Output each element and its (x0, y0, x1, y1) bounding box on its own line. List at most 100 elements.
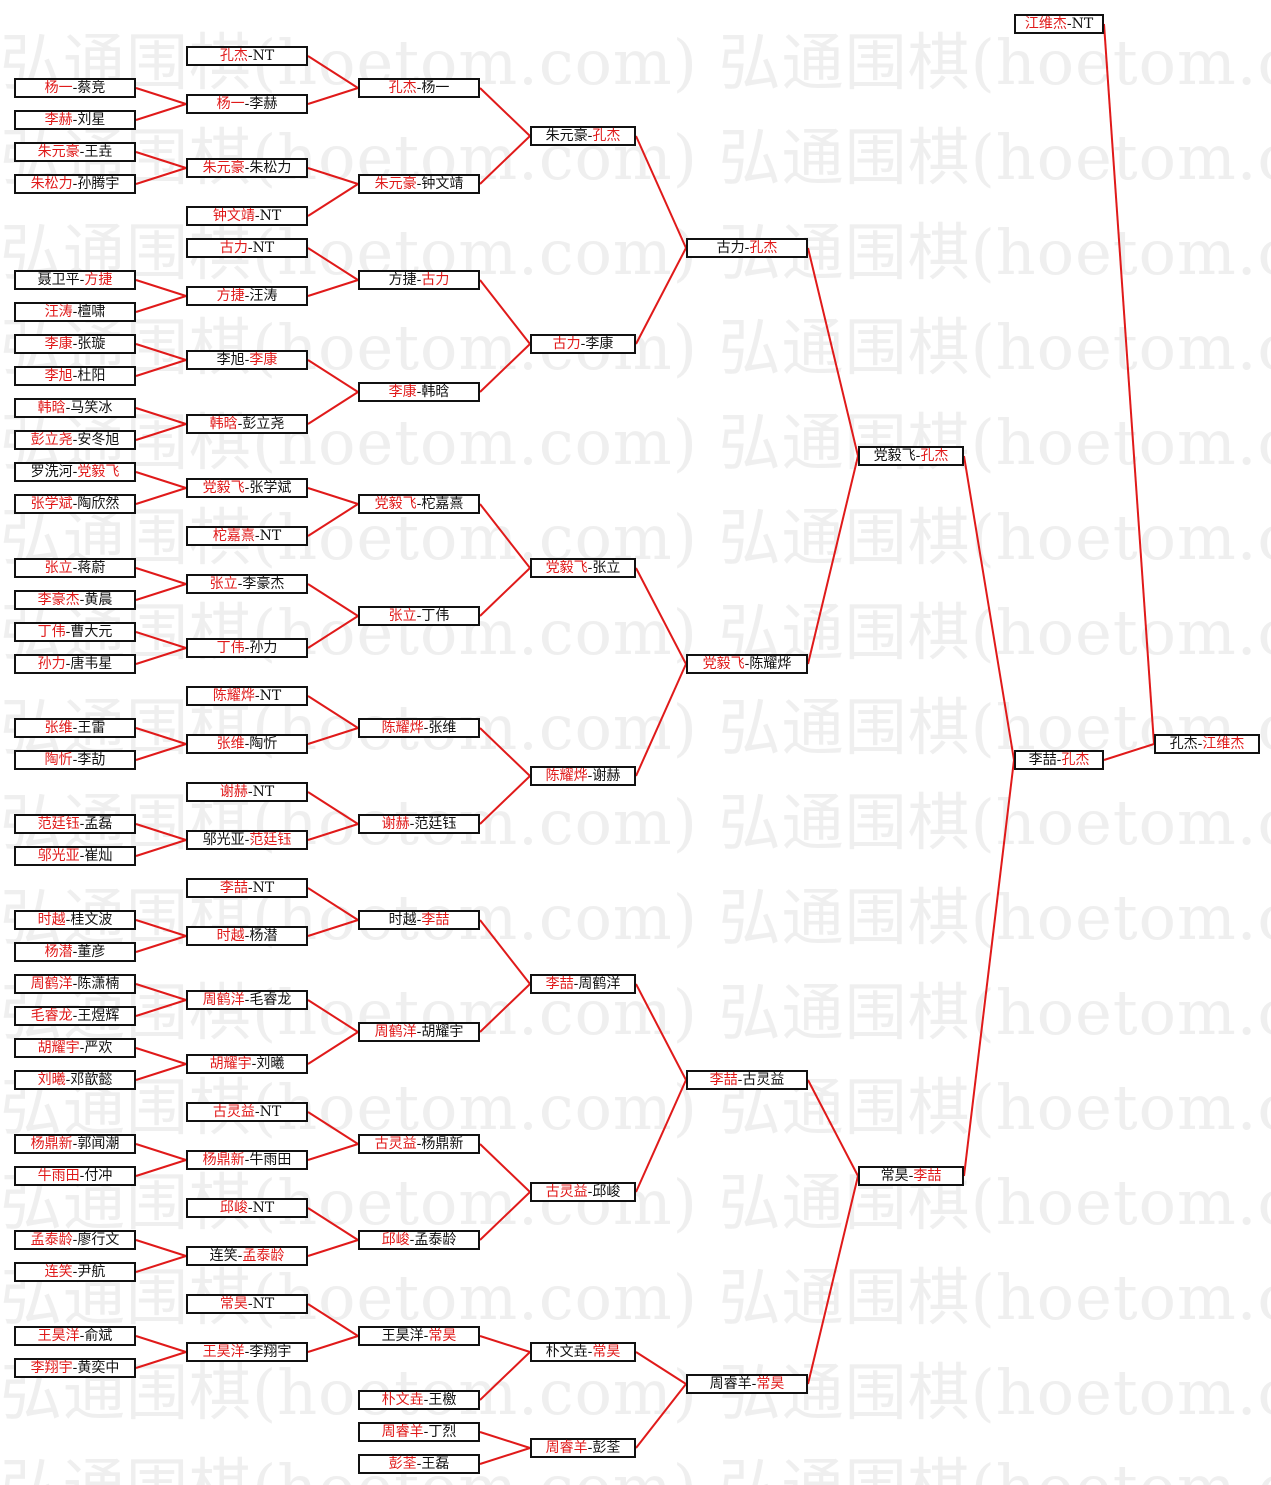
match-separator: - (65, 1072, 71, 1088)
match-box[interactable]: 李翔宇-黄奕中 (14, 1358, 136, 1378)
match-box[interactable]: 杨一-李赫 (186, 94, 308, 114)
match-box[interactable]: 连笑-尹航 (14, 1262, 136, 1282)
match-box[interactable]: 毛睿龙-王煜辉 (14, 1006, 136, 1026)
match-box[interactable]: 牛雨田-付冲 (14, 1166, 136, 1186)
match-box[interactable]: 常昊-NT (186, 1294, 308, 1314)
match-box[interactable]: 古灵益-杨鼎新 (358, 1134, 480, 1154)
match-box[interactable]: 江维杰-NT (1014, 14, 1104, 34)
match-box[interactable]: 朱元豪-王垚 (14, 142, 136, 162)
match-box[interactable]: 聂卫平-方捷 (14, 270, 136, 290)
match-box[interactable]: 杨一-蔡竞 (14, 78, 136, 98)
match-box[interactable]: 孔杰-NT (186, 46, 308, 66)
match-box[interactable]: 张维-王雷 (14, 718, 136, 738)
bracket-connector (479, 503, 531, 569)
match-box[interactable]: 古灵益-NT (186, 1102, 308, 1122)
match-box[interactable]: 王昊洋-李翔宇 (186, 1342, 308, 1362)
match-box[interactable]: 彭荃-王磊 (358, 1454, 480, 1474)
match-box[interactable]: 朴文垚-王檄 (358, 1390, 480, 1410)
match-box[interactable]: 周睿羊-彭荃 (530, 1438, 636, 1458)
match-box[interactable]: 范廷钰-孟磊 (14, 814, 136, 834)
match-box[interactable]: 时越-李喆 (358, 910, 480, 930)
match-box[interactable]: 朱元豪-孔杰 (530, 126, 636, 146)
match-box[interactable]: 谢赫-NT (186, 782, 308, 802)
match-box[interactable]: 李喆-NT (186, 878, 308, 898)
match-box[interactable]: 朱元豪-朱松力 (186, 158, 308, 178)
bracket-connector (479, 87, 531, 137)
match-box[interactable]: 方捷-汪涛 (186, 286, 308, 306)
match-box[interactable]: 古力-NT (186, 238, 308, 258)
match-box[interactable]: 朱松力-孙腾宇 (14, 174, 136, 194)
match-box[interactable]: 孔杰-江维杰 (1154, 734, 1260, 754)
match-box[interactable]: 周睿羊-常昊 (686, 1374, 808, 1394)
match-box[interactable]: 李康-韩晗 (358, 382, 480, 402)
match-box[interactable]: 周鹤洋-胡耀宇 (358, 1022, 480, 1042)
match-box[interactable]: 李喆-古灵益 (686, 1070, 808, 1090)
match-box[interactable]: 李旭-李康 (186, 350, 308, 370)
match-box[interactable]: 李豪杰-黄晨 (14, 590, 136, 610)
match-box[interactable]: 杨鼎新-郭闻潮 (14, 1134, 136, 1154)
match-box[interactable]: 邱峻-孟泰龄 (358, 1230, 480, 1250)
match-box[interactable]: 周鹤洋-毛睿龙 (186, 990, 308, 1010)
match-box[interactable]: 邱峻-NT (186, 1198, 308, 1218)
match-box[interactable]: 张立-李豪杰 (186, 574, 308, 594)
match-box[interactable]: 陈耀烨-NT (186, 686, 308, 706)
match-box[interactable]: 党毅飞-孔杰 (858, 446, 964, 466)
match-box[interactable]: 杨鼎新-牛雨田 (186, 1150, 308, 1170)
bracket-connector (963, 455, 1015, 761)
match-box[interactable]: 李赫-刘星 (14, 110, 136, 130)
match-box[interactable]: 李喆-周鹤洋 (530, 974, 636, 994)
match-box[interactable]: 陈耀烨-谢赫 (530, 766, 636, 786)
match-box[interactable]: 周鹤洋-陈潇楠 (14, 974, 136, 994)
match-box[interactable]: 陈耀烨-张维 (358, 718, 480, 738)
match-box[interactable]: 王昊洋-俞斌 (14, 1326, 136, 1346)
match-box[interactable]: 丁伟-孙力 (186, 638, 308, 658)
match-box[interactable]: 周睿羊-丁烈 (358, 1422, 480, 1442)
match-box[interactable]: 邬光亚-崔灿 (14, 846, 136, 866)
match-box[interactable]: 韩晗-彭立尧 (186, 414, 308, 434)
match-box[interactable]: 党毅飞-张学斌 (186, 478, 308, 498)
match-box[interactable]: 时越-杨潜 (186, 926, 308, 946)
match-box[interactable]: 方捷-古力 (358, 270, 480, 290)
match-separator: - (72, 1008, 78, 1024)
match-box[interactable]: 柁嘉熹-NT (186, 526, 308, 546)
match-box[interactable]: 胡耀宇-刘曦 (186, 1054, 308, 1074)
match-box[interactable]: 古灵益-邱峻 (530, 1182, 636, 1202)
match-separator: - (737, 1072, 743, 1088)
match-box[interactable]: 李喆-孔杰 (1014, 750, 1104, 770)
match-box[interactable]: 李康-张璇 (14, 334, 136, 354)
match-box[interactable]: 谢赫-范廷钰 (358, 814, 480, 834)
match-separator: - (247, 48, 253, 64)
match-box[interactable]: 时越-桂文波 (14, 910, 136, 930)
match-box[interactable]: 邬光亚-范廷钰 (186, 830, 308, 850)
match-box[interactable]: 丁伟-曹大元 (14, 622, 136, 642)
match-box[interactable]: 陶忻-李劼 (14, 750, 136, 770)
match-box[interactable]: 张立-丁伟 (358, 606, 480, 626)
match-box[interactable]: 党毅飞-陈耀烨 (686, 654, 808, 674)
match-box[interactable]: 彭立尧-安冬旭 (14, 430, 136, 450)
match-box[interactable]: 张维-陶忻 (186, 734, 308, 754)
match-box[interactable]: 钟文靖-NT (186, 206, 308, 226)
match-box[interactable]: 古力-李康 (530, 334, 636, 354)
match-box[interactable]: 朴文垚-常昊 (530, 1342, 636, 1362)
match-box[interactable]: 胡耀宇-严欢 (14, 1038, 136, 1058)
match-box[interactable]: 孟泰龄-廖行文 (14, 1230, 136, 1250)
player-name: 杜阳 (77, 368, 106, 384)
match-box[interactable]: 党毅飞-张立 (530, 558, 636, 578)
match-box[interactable]: 孙力-唐韦星 (14, 654, 136, 674)
match-box[interactable]: 张学斌-陶欣然 (14, 494, 136, 514)
match-box[interactable]: 党毅飞-柁嘉熹 (358, 494, 480, 514)
match-box[interactable]: 朱元豪-钟文靖 (358, 174, 480, 194)
match-box[interactable]: 刘曦-邓歆懿 (14, 1070, 136, 1090)
match-box[interactable]: 连笑-孟泰龄 (186, 1246, 308, 1266)
match-separator: - (416, 384, 422, 400)
match-box[interactable]: 杨潜-董彦 (14, 942, 136, 962)
match-box[interactable]: 孔杰-杨一 (358, 78, 480, 98)
match-box[interactable]: 古力-孔杰 (686, 238, 808, 258)
match-box[interactable]: 韩晗-马笑冰 (14, 398, 136, 418)
match-box[interactable]: 汪涛-檀啸 (14, 302, 136, 322)
match-box[interactable]: 常昊-李喆 (858, 1166, 964, 1186)
match-box[interactable]: 李旭-杜阳 (14, 366, 136, 386)
match-box[interactable]: 罗洗河-党毅飞 (14, 462, 136, 482)
match-box[interactable]: 张立-蒋蔚 (14, 558, 136, 578)
match-box[interactable]: 王昊洋-常昊 (358, 1326, 480, 1346)
